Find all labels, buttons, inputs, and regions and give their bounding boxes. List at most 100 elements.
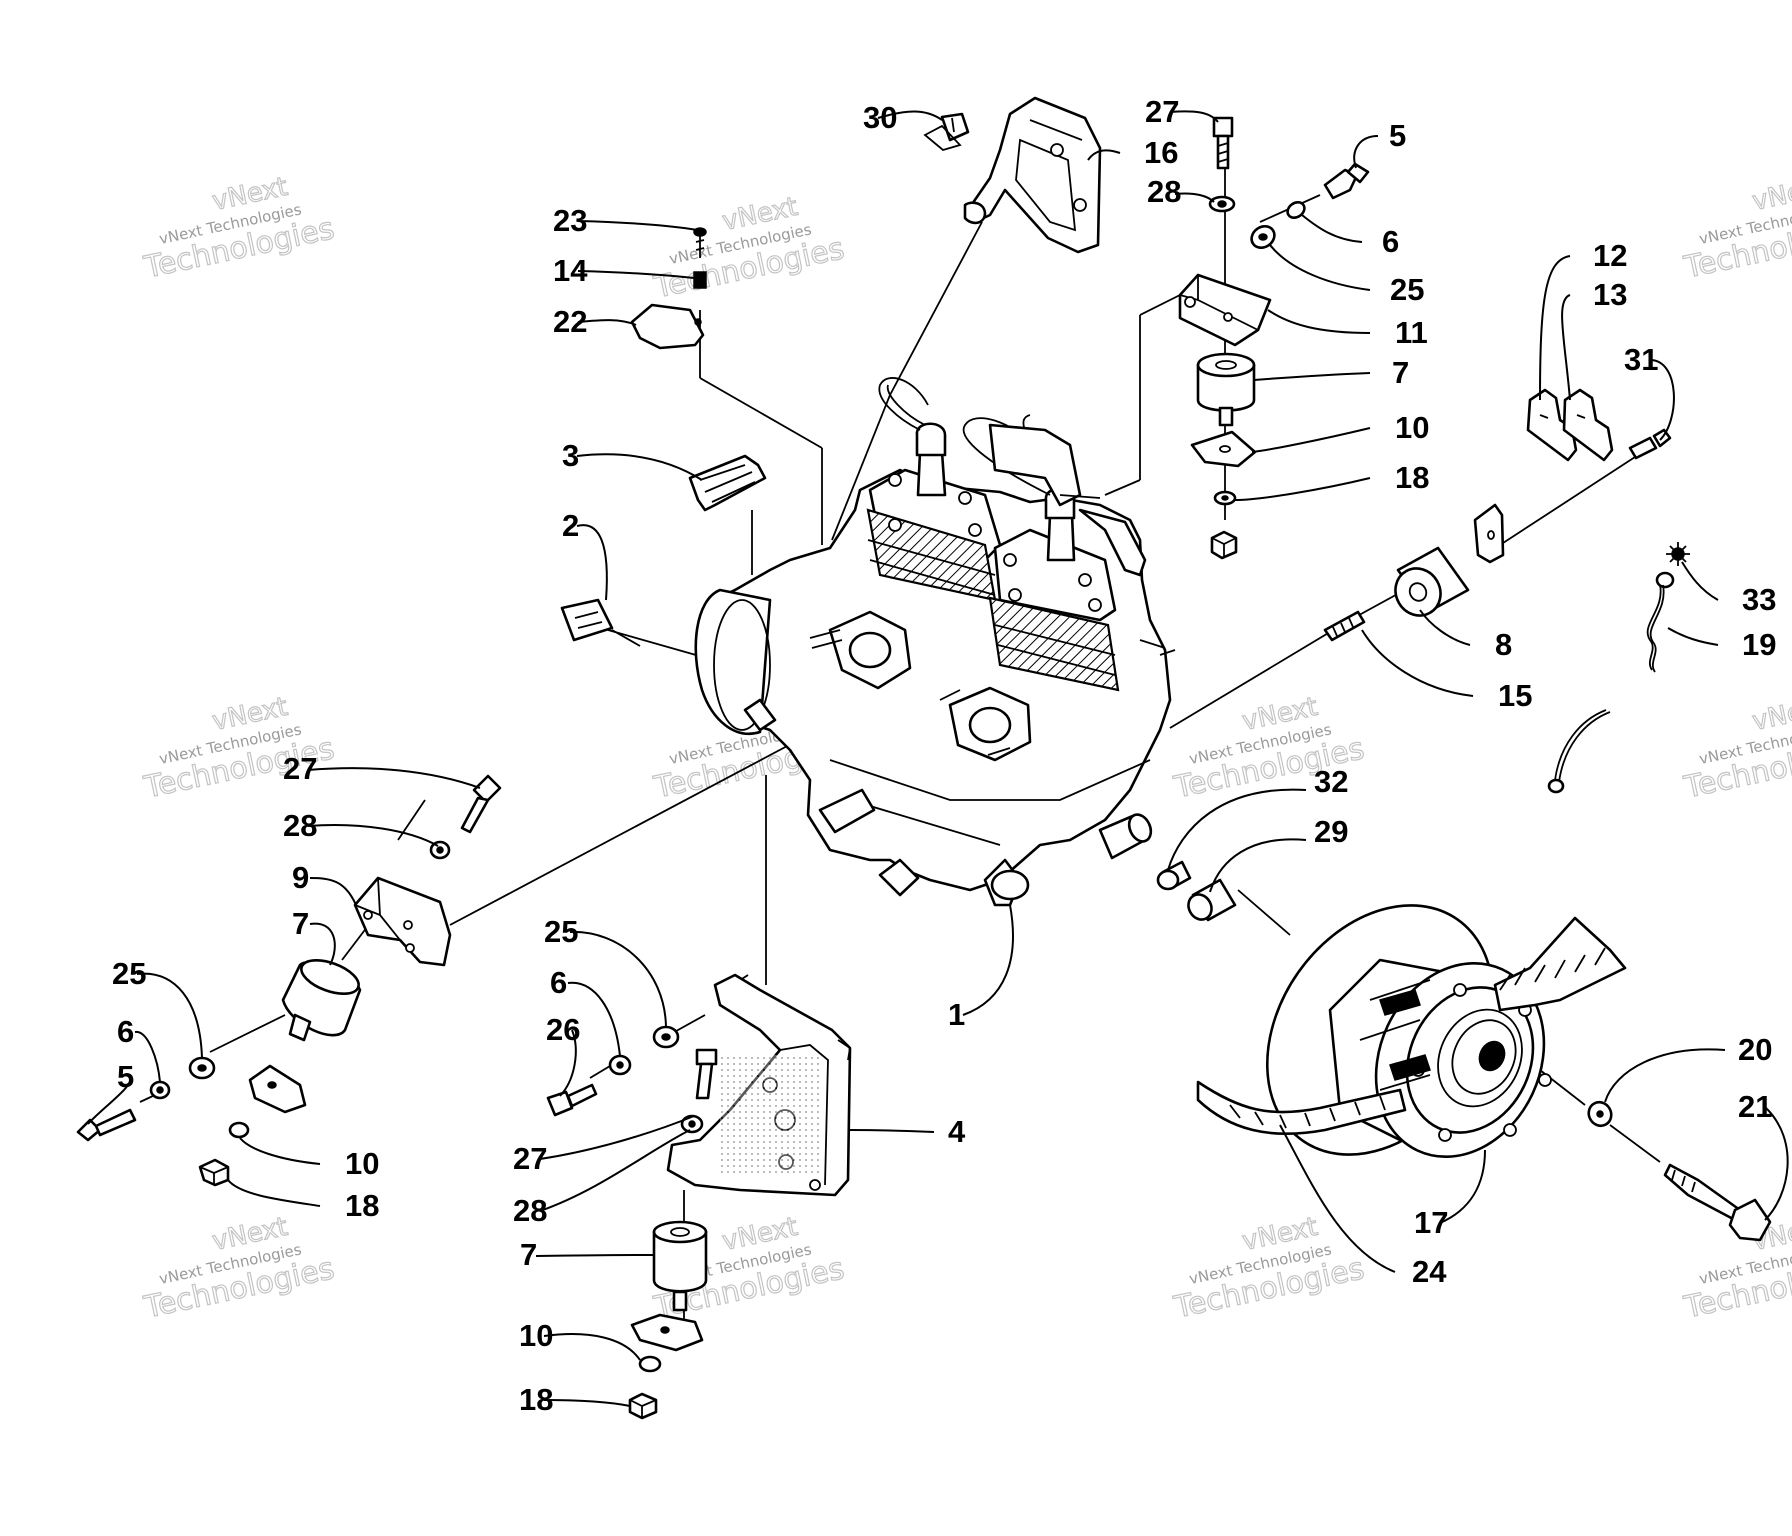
part-28-lock-washer-left [429, 840, 451, 860]
part-19-ground-wire [1547, 571, 1675, 794]
part-33-star-washer [1666, 542, 1690, 566]
callout-c10b: 10 [345, 1146, 379, 1181]
callout-c15: 15 [1498, 678, 1532, 713]
part-10-mount-plate-center [630, 1313, 704, 1352]
part-7-rubber-isolator-center [652, 1220, 708, 1312]
callout-c22: 22 [553, 304, 587, 339]
callout-leaders [87, 110, 1789, 1407]
part-27-bolt-top [1212, 116, 1234, 170]
callout-c29: 29 [1314, 814, 1348, 849]
callout-c13: 13 [1593, 277, 1627, 312]
callout-c33: 33 [1742, 582, 1776, 617]
callout-c25b: 25 [112, 956, 146, 991]
callout-c12: 12 [1593, 238, 1627, 273]
part-21-clutch-bolt [1663, 1163, 1772, 1242]
part-24-drive-belt [1196, 916, 1627, 1136]
part-7-rubber-isolator-left [281, 959, 362, 1042]
part-25-flat-washer-top [1250, 225, 1276, 249]
part-1-engine [694, 377, 1176, 907]
callout-c11: 11 [1395, 315, 1428, 350]
part-5-bolt-left [76, 1108, 137, 1142]
part-25-flat-washer-center [652, 1025, 680, 1049]
callout-c24: 24 [1412, 1254, 1447, 1289]
callout-c6b: 6 [117, 1014, 134, 1049]
part-26-bolt [546, 1083, 598, 1117]
part-25-flat-washer-left [188, 1056, 216, 1080]
part-6-lock-washer-left [149, 1080, 171, 1100]
part-29-spacer [1187, 878, 1237, 922]
callout-c6a: 6 [1382, 224, 1399, 259]
callout-c25a: 25 [1390, 272, 1424, 307]
part-17-drive-clutch [1265, 904, 1552, 1159]
part-27-bolt-center [695, 1048, 718, 1100]
callout-c5b: 5 [117, 1059, 134, 1094]
part-23-screw [693, 227, 707, 258]
callout-c18c: 18 [519, 1382, 553, 1417]
part-32-spacer [1156, 860, 1192, 891]
callout-c20: 20 [1738, 1032, 1772, 1067]
part-30-clip [923, 112, 970, 151]
callout-c19: 19 [1742, 627, 1776, 662]
callout-c1: 1 [948, 997, 965, 1032]
callout-c10c: 10 [519, 1318, 553, 1353]
part-15-stud [1323, 610, 1366, 642]
callout-c28c: 28 [513, 1193, 547, 1228]
callout-c8: 8 [1495, 627, 1512, 662]
callout-c25c: 25 [544, 914, 578, 949]
callout-c27c: 27 [513, 1141, 547, 1176]
callout-c27a: 27 [1145, 94, 1179, 129]
part-14-washer [693, 271, 707, 289]
part-18-lock-nut-left [198, 1121, 250, 1187]
callout-c10a: 10 [1395, 410, 1429, 445]
callout-c30: 30 [863, 100, 897, 135]
part-20-washer [1587, 1100, 1613, 1128]
part-18-nut-top [1213, 490, 1237, 506]
callout-c28a: 28 [1147, 174, 1181, 209]
callout-c7c: 7 [520, 1237, 537, 1272]
part-16-cable-bracket [963, 96, 1102, 254]
part-6-lock-washer-center [608, 1054, 632, 1076]
callout-c7b: 7 [292, 906, 309, 941]
part-7-rubber-isolator-top [1196, 352, 1256, 427]
part-4-mount-bracket-center [666, 973, 852, 1197]
callout-c31: 31 [1624, 342, 1658, 377]
part-28-lock-washer-center [680, 1114, 704, 1134]
callout-c18a: 18 [1395, 460, 1429, 495]
callout-c26: 26 [546, 1012, 580, 1047]
part-6-lock-washer-top [1286, 200, 1306, 220]
part-9-mount-bracket-left [353, 876, 452, 967]
part-12-13-backing-plate [1473, 503, 1505, 564]
callout-c28b: 28 [283, 808, 317, 843]
part-22-cover-plate [630, 303, 705, 350]
callout-c27b: 27 [283, 751, 317, 786]
part-3-decal [688, 454, 767, 512]
watermark-top-text: vNext [1750, 172, 1792, 217]
callout-c14: 14 [553, 253, 588, 288]
part-10-mount-plate-left [248, 1064, 307, 1114]
callout-c3: 3 [562, 438, 579, 473]
callout-c9: 9 [292, 860, 309, 895]
callout-c18b: 18 [345, 1188, 379, 1223]
watermark-top-text: vNext [1750, 692, 1792, 737]
part-8-isolator [1394, 546, 1470, 617]
callout-c32: 32 [1314, 764, 1348, 799]
part-18-lock-nut-top [1210, 530, 1238, 560]
callout-c16: 16 [1144, 135, 1178, 170]
part-11-mount-bracket-top [1178, 273, 1272, 347]
part-12-13-tab-brackets [1526, 388, 1614, 462]
callout-c6c: 6 [550, 965, 567, 1000]
part-28-lock-washer-top [1208, 195, 1236, 213]
part-2-decal [560, 598, 641, 647]
callout-number-layer: 3016275286251171018231422321213313319815… [112, 94, 1776, 1417]
part-5-bolt-top [1323, 162, 1370, 200]
callout-c23: 23 [553, 203, 587, 238]
callout-c21: 21 [1738, 1089, 1772, 1124]
part-10-mount-plate-top [1190, 430, 1257, 468]
callout-c5a: 5 [1389, 118, 1406, 153]
